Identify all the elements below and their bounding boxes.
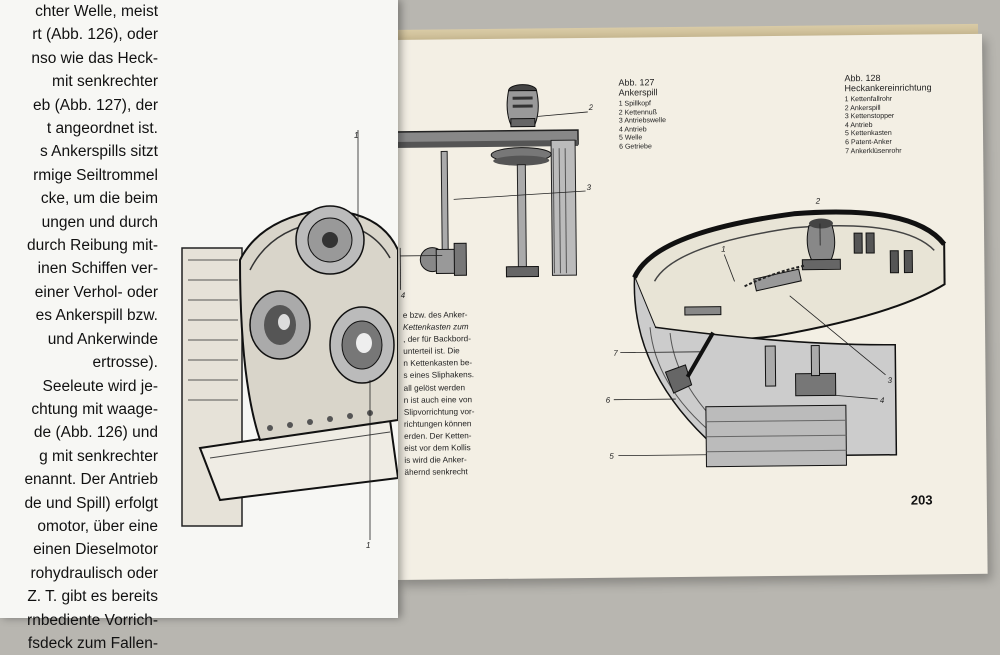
text-line: omotor, über eine: [0, 515, 158, 538]
abb127-subtitle: Ankerspill: [619, 86, 739, 97]
text-line: rmige Seiltrommel: [0, 164, 158, 187]
callout-3: 3: [587, 183, 592, 192]
text-line: mit senkrechter: [0, 70, 158, 93]
text-line: fsdeck zum Fallen-: [0, 632, 158, 655]
text-line: s Ankerspills sitzt: [0, 140, 158, 163]
abb128-subtitle: Heckankereinrichtung: [844, 82, 974, 93]
text-line: Z. T. gibt es bereits: [0, 585, 158, 608]
callout-7: 7: [613, 349, 618, 358]
left-text-column: chter Welle, meist rt (Abb. 126), oder n…: [0, 0, 158, 655]
text-line: eb (Abb. 127), der: [0, 94, 158, 117]
middle-text-column: e bzw. des Anker- Kettenkasten zum , der…: [403, 309, 525, 480]
right-page: e bzw. des Anker- Kettenkasten zum , der…: [392, 34, 988, 580]
text-line: ungen und durch: [0, 211, 158, 234]
text-line: t angeordnet ist.: [0, 117, 158, 140]
text-line: Seeleute wird je-: [0, 375, 158, 398]
page-number: 203: [911, 492, 933, 507]
abb128-caption: Abb. 128 Heckankereinrichtung 1 Kettenfa…: [844, 72, 975, 157]
text-line: enannt. Der Antrieb: [0, 468, 158, 491]
text-line: cke, um die beim: [0, 187, 158, 210]
callout-6: 6: [606, 396, 611, 405]
text-line: chter Welle, meist: [0, 0, 158, 23]
callout-2: 2: [588, 103, 594, 112]
text-line: einen Dieselmotor: [0, 538, 158, 561]
callout-1-bottom: 1: [366, 541, 370, 550]
callout-4: 4: [880, 396, 885, 405]
callout-1: 1: [354, 131, 358, 140]
caption-item: 6 Getriebe: [619, 142, 739, 152]
text-line: ähernd senkrecht: [404, 466, 524, 479]
callout-3: 3: [888, 376, 893, 385]
text-line: rt (Abb. 126), oder: [0, 23, 158, 46]
horizontal-windlass-drawing: 1 1: [180, 130, 398, 550]
photo-scene: e bzw. des Anker- Kettenkasten zum , der…: [0, 0, 1000, 618]
text-line: de (Abb. 126) und: [0, 421, 158, 444]
text-line: chtung mit waage-: [0, 398, 158, 421]
abb127-caption: Abb. 127 Ankerspill 1 Spillkopf 2 Ketten…: [618, 76, 739, 152]
text-line: durch Reibung mit-: [0, 234, 158, 257]
text-line: g mit senkrechter: [0, 445, 158, 468]
text-line: einer Verhol- oder: [0, 281, 158, 304]
stern-anchor-drawing: 1 2 7 3 6 4 5: [594, 194, 957, 488]
text-line: es Ankerspill bzw.: [0, 304, 158, 327]
left-page: chter Welle, meist rt (Abb. 126), oder n…: [0, 0, 398, 618]
text-line: und Ankerwinde: [0, 328, 158, 351]
text-line: ertrosse).: [0, 351, 158, 374]
text-line: inen Schiffen ver-: [0, 257, 158, 280]
text-line: de und Spill) erfolgt: [0, 492, 158, 515]
windlass-drawing: 2 3 4: [392, 78, 594, 300]
text-line: rohydraulisch oder: [0, 562, 158, 585]
callout-2: 2: [815, 197, 821, 206]
text-line: nso wie das Heck-: [0, 47, 158, 70]
caption-item: 7 Ankerklüsenrohr: [845, 146, 975, 156]
callout-4: 4: [401, 291, 406, 300]
callout-1: 1: [721, 245, 726, 254]
callout-5: 5: [609, 452, 614, 461]
text-line: rnbediente Vorrich-: [0, 609, 158, 632]
